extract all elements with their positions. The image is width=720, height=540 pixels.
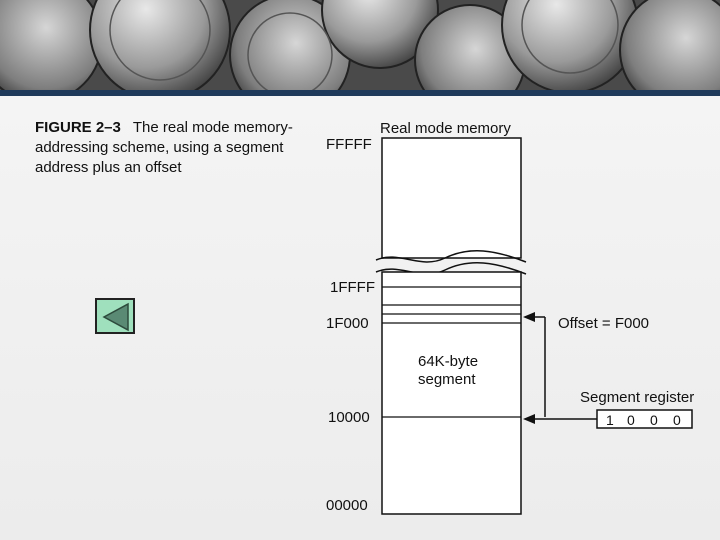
triangle-left-icon <box>102 302 129 332</box>
segment-arrowhead <box>523 414 535 424</box>
segment-label-line1: 64K-byte <box>418 353 478 370</box>
segment-register-digit-2: 0 <box>627 412 635 428</box>
segment-register-label: Segment register <box>580 389 694 406</box>
address-1f000: 1F000 <box>326 315 369 332</box>
segment-register-digit-1: 1 <box>606 412 614 428</box>
memory-column-top <box>381 137 522 259</box>
memory-break-bottom <box>375 262 527 275</box>
segment-register-digit-4: 0 <box>673 412 681 428</box>
diagram-title: Real mode memory <box>380 120 511 137</box>
banner-divider <box>0 90 720 96</box>
address-fffff: FFFFF <box>326 136 372 153</box>
figure-label: FIGURE 2–3 <box>35 119 121 136</box>
segment-register-digit-3: 0 <box>650 412 658 428</box>
offset-arrowhead <box>523 312 535 322</box>
memory-break-top <box>375 250 527 263</box>
coin-banner-image <box>0 0 720 92</box>
segment-register-box <box>596 409 693 429</box>
back-button[interactable] <box>95 298 135 334</box>
address-00000: 00000 <box>326 497 368 514</box>
memory-column-bottom <box>381 271 522 515</box>
offset-label: Offset = F000 <box>558 315 649 332</box>
address-1ffff: 1FFFF <box>330 279 375 296</box>
figure-caption-text: The real mode memory-addressing scheme, … <box>35 119 293 176</box>
segment-label-line2: segment <box>418 371 476 388</box>
address-10000: 10000 <box>328 409 370 426</box>
